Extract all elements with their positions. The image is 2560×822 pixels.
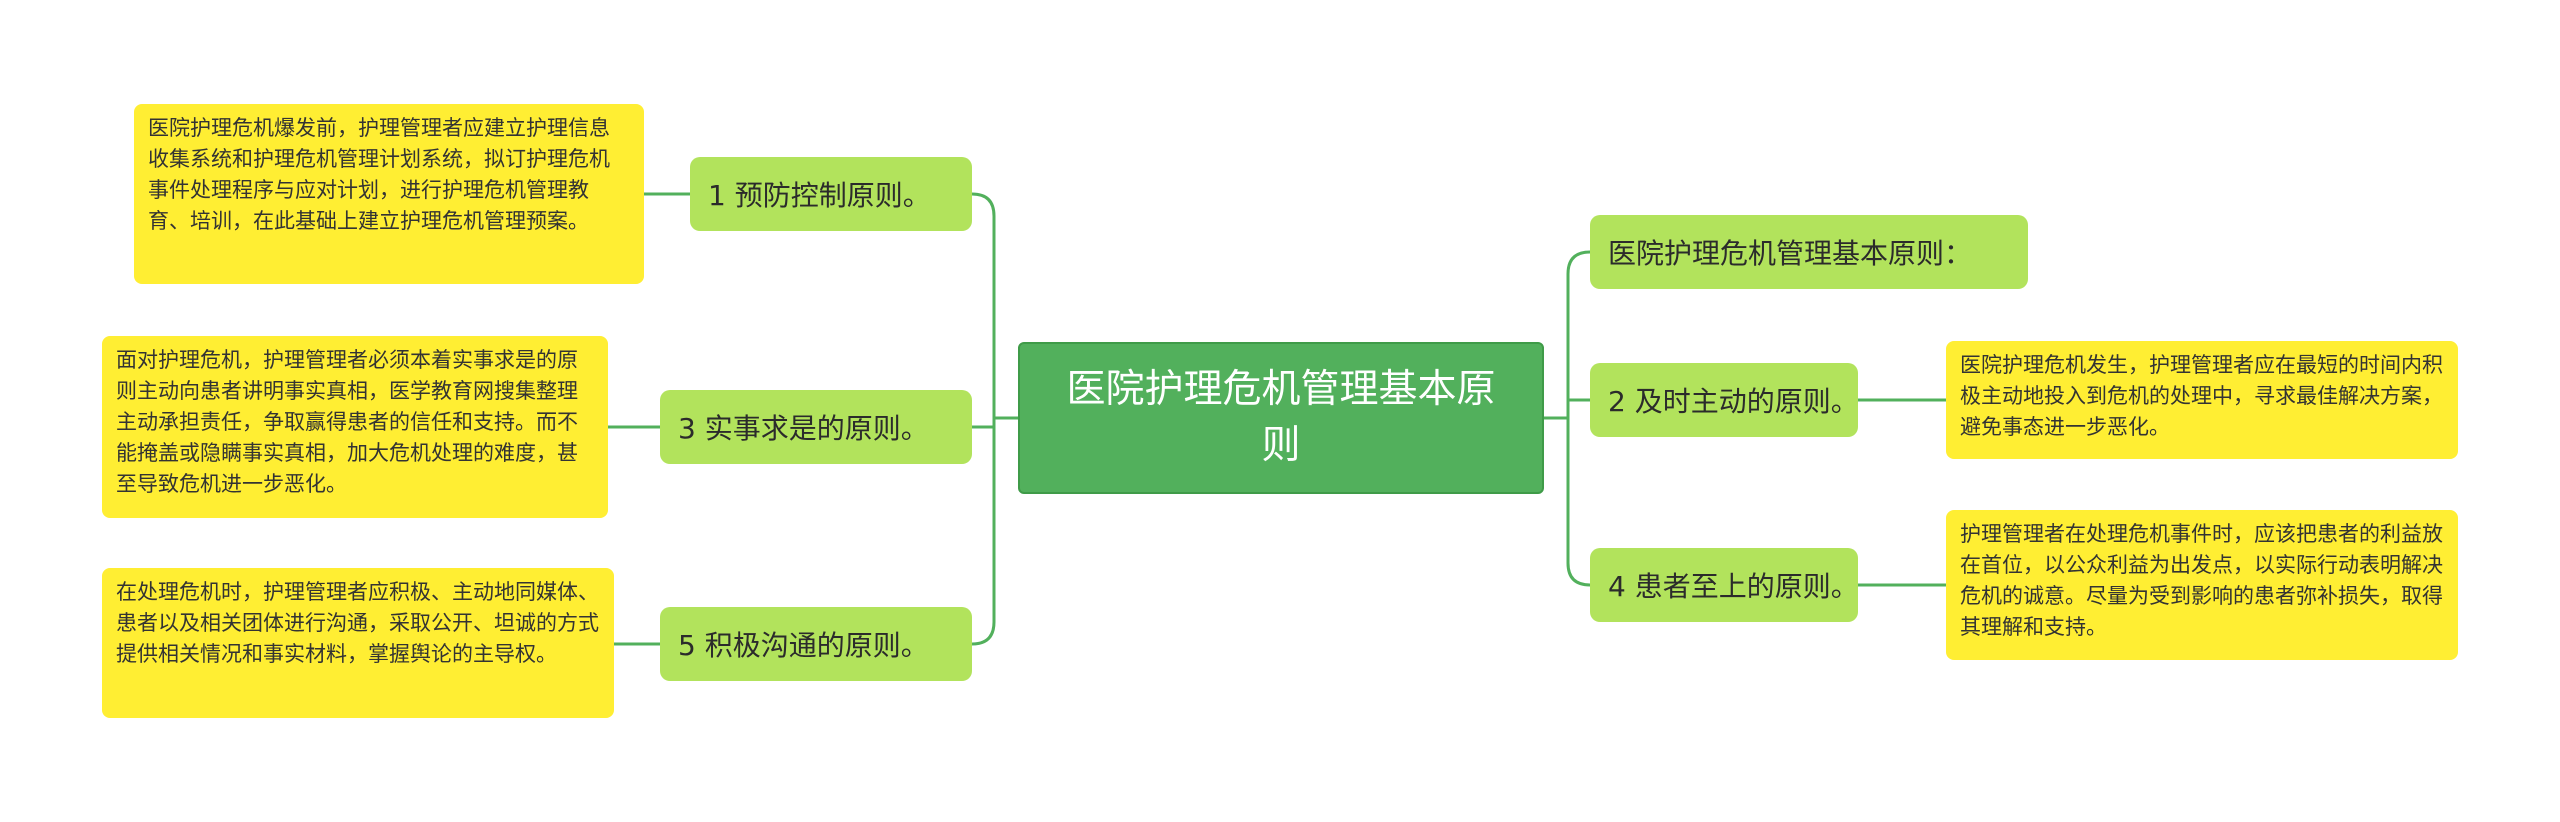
topic-active-communication[interactable]: 5 积极沟通的原则。	[660, 607, 972, 681]
note-text: 医院护理危机爆发前，护理管理者应建立护理信息收集系统和护理危机管理计划系统，拟订…	[148, 116, 610, 233]
note-patient-first[interactable]: 护理管理者在处理危机事件时，应该把患者的利益放在首位，以公众利益为出发点，以实际…	[1946, 510, 2458, 660]
connector-right-branch-2	[1566, 398, 1590, 418]
note-seek-truth[interactable]: 面对护理危机，护理管理者必须本着实事求是的原则主动向患者讲明事实真相，医学教育网…	[102, 336, 608, 518]
note-text: 护理管理者在处理危机事件时，应该把患者的利益放在首位，以公众利益为出发点，以实际…	[1960, 522, 2443, 639]
connector-right-branch-4	[1566, 418, 1591, 587]
central-topic[interactable]: 医院护理危机管理基本原则	[1018, 342, 1544, 494]
central-topic-label: 医院护理危机管理基本原则	[1066, 367, 1496, 468]
topic-label: 3 实事求是的原则。	[678, 412, 929, 445]
note-text: 在处理危机时，护理管理者应积极、主动地同媒体、患者以及相关团体进行沟通，采取公开…	[116, 580, 599, 666]
topic-label: 5 积极沟通的原则。	[678, 629, 929, 662]
connector-left-branch-1	[971, 192, 996, 418]
topic-label: 医院护理危机管理基本原则：	[1608, 237, 1973, 270]
note-text: 医院护理危机发生，护理管理者应在最短的时间内积极主动地投入到危机的处理中，寻求最…	[1960, 353, 2443, 439]
connector-left-branch-3	[972, 418, 996, 429]
topic-prevention-control[interactable]: 1 预防控制原则。	[690, 157, 972, 231]
connector-right-branch-0	[1566, 250, 1591, 418]
topic-label: 1 预防控制原则。	[708, 179, 931, 212]
note-active-communication[interactable]: 在处理危机时，护理管理者应积极、主动地同媒体、患者以及相关团体进行沟通，采取公开…	[102, 568, 614, 718]
topic-timely-proactive[interactable]: 2 及时主动的原则。	[1590, 363, 1859, 437]
topic-label: 4 患者至上的原则。	[1608, 570, 1859, 603]
topic-label: 2 及时主动的原则。	[1608, 385, 1859, 418]
connector-left-branch-5	[971, 418, 996, 646]
note-timely-proactive[interactable]: 医院护理危机发生，护理管理者应在最短的时间内积极主动地投入到危机的处理中，寻求最…	[1946, 341, 2458, 459]
topic-seek-truth[interactable]: 3 实事求是的原则。	[660, 390, 972, 464]
topic-basic-principles[interactable]: 医院护理危机管理基本原则：	[1590, 215, 2028, 289]
note-text: 面对护理危机，护理管理者必须本着实事求是的原则主动向患者讲明事实真相，医学教育网…	[116, 348, 578, 496]
topic-patient-first[interactable]: 4 患者至上的原则。	[1590, 548, 1859, 622]
note-prevention-control[interactable]: 医院护理危机爆发前，护理管理者应建立护理信息收集系统和护理危机管理计划系统，拟订…	[134, 104, 644, 284]
